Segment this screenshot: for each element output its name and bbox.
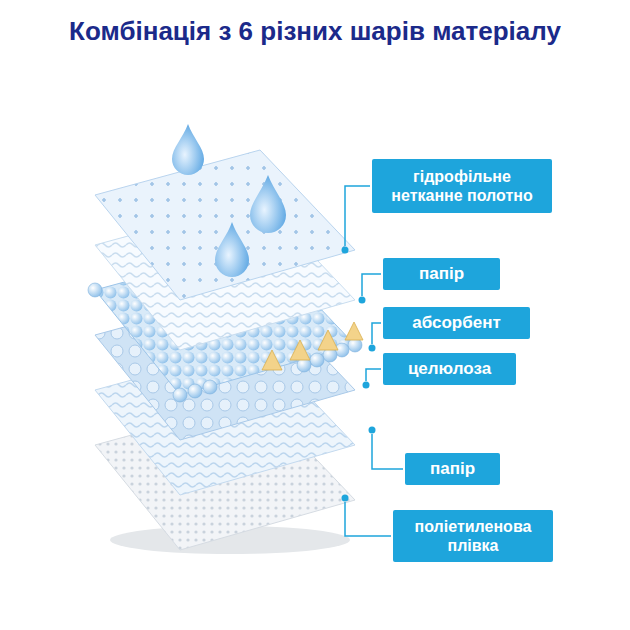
layer-label: целюлоза	[397, 359, 502, 379]
layer-label-box: поліетиленова плівка	[393, 510, 553, 562]
diagram-title: Комбінація з 6 різних шарів матеріалу	[0, 16, 630, 47]
layer-label-box: папір	[405, 453, 500, 485]
layer-label: папір	[397, 264, 486, 284]
layer-label-box: гідрофільне нетканне полотно	[372, 159, 552, 213]
layer-label: абсорбент	[397, 313, 516, 333]
layer-label: гідрофільне нетканне полотно	[382, 167, 542, 205]
layer-label-box: абсорбент	[383, 307, 530, 339]
layer-label-box: папір	[383, 258, 500, 290]
layer-label: поліетиленова плівка	[403, 517, 543, 555]
layer-label: папір	[419, 459, 486, 479]
layer-label-box: целюлоза	[383, 353, 516, 385]
